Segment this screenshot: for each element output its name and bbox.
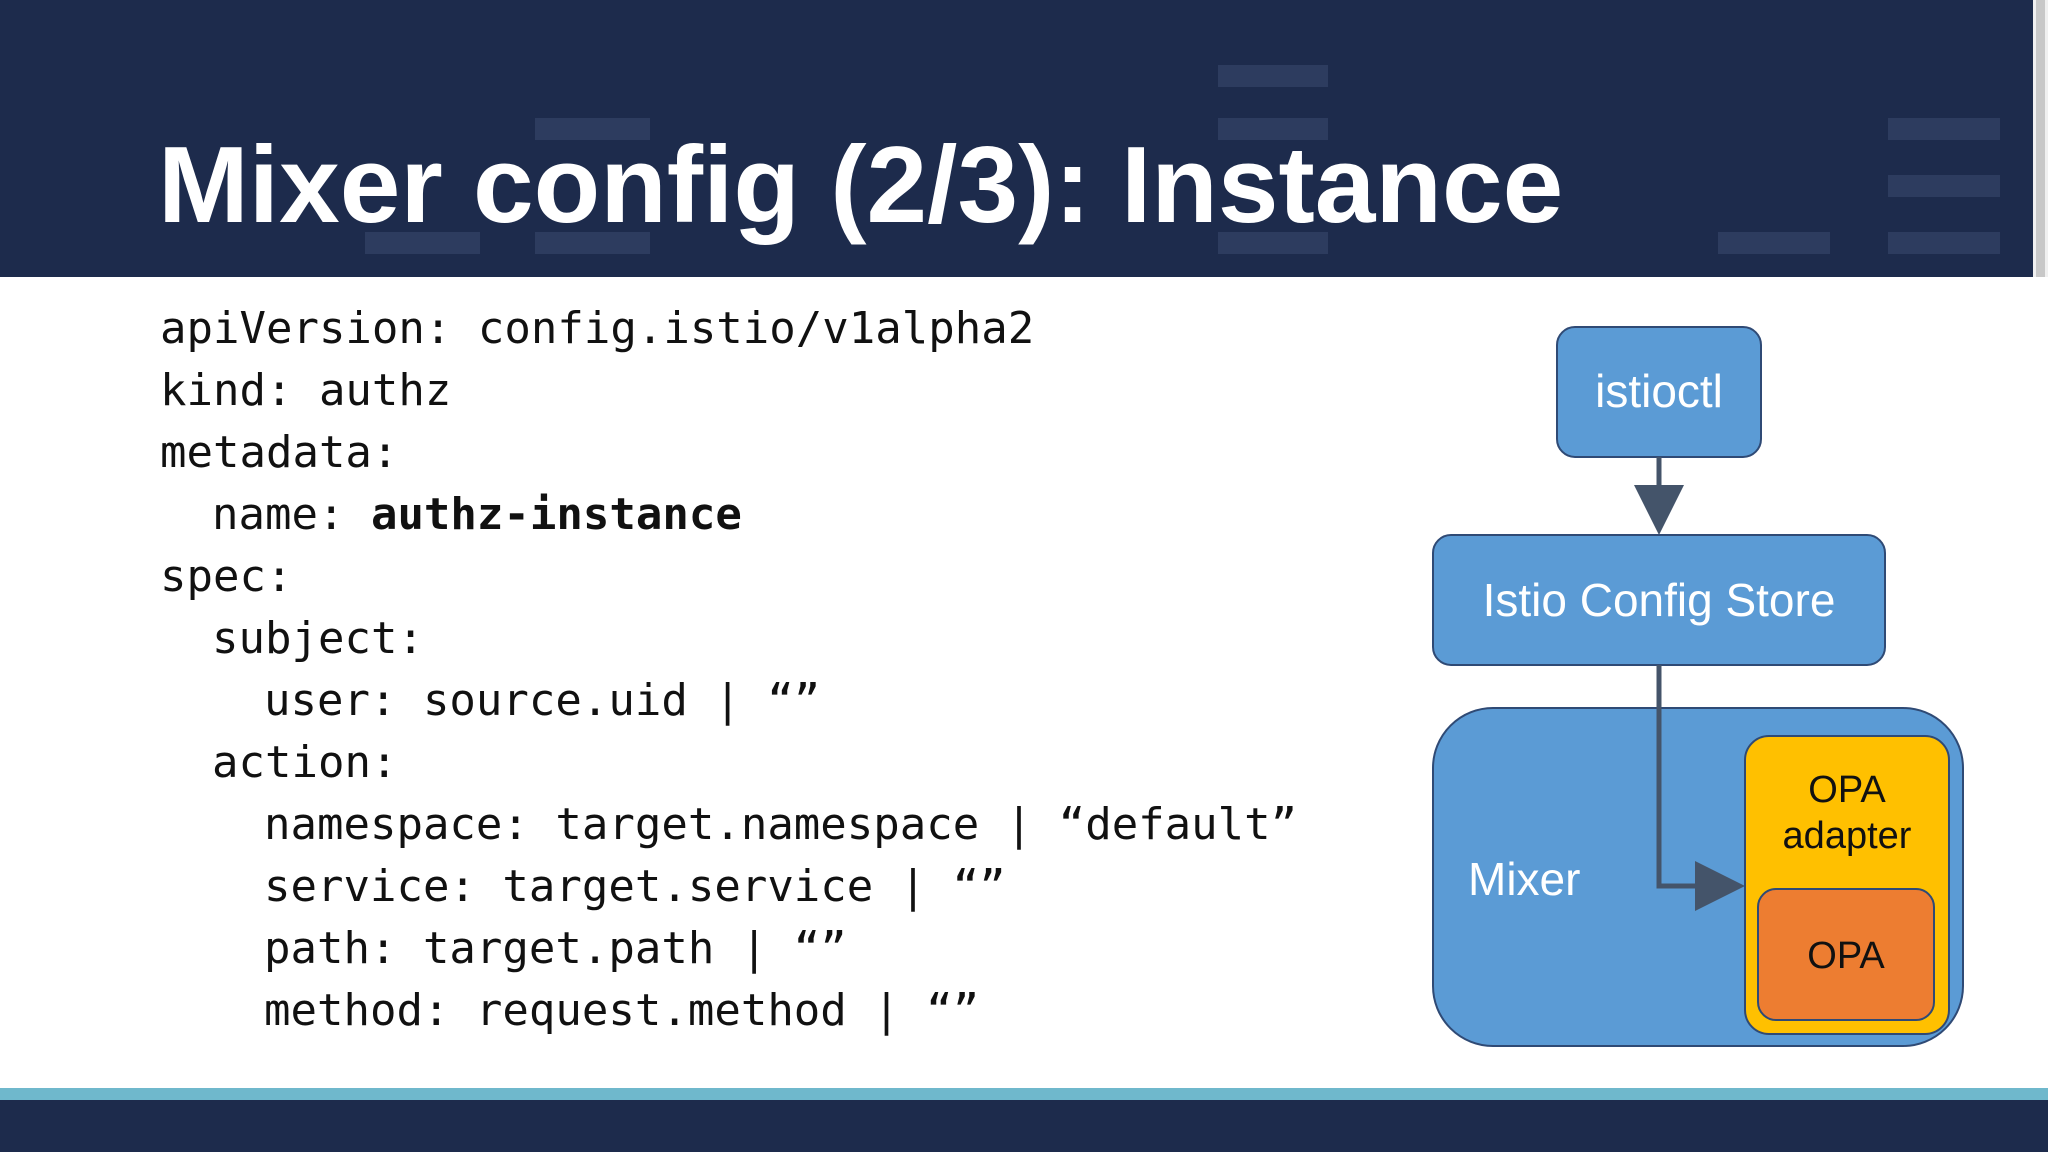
code-key: apiVersion: bbox=[160, 303, 452, 354]
decorative-bar bbox=[535, 232, 650, 254]
code-key: namespace: bbox=[264, 799, 529, 850]
config-store-label: Istio Config Store bbox=[1483, 574, 1836, 626]
code-line: metadata: bbox=[160, 422, 1297, 484]
code-value: request.method | “” bbox=[449, 985, 980, 1036]
decorative-bar bbox=[1888, 232, 2000, 254]
arrow-store-to-adapter bbox=[1656, 665, 1745, 911]
code-value: target.path | “” bbox=[396, 923, 847, 974]
decorative-bar bbox=[1888, 118, 2000, 140]
decorative-bar bbox=[1218, 232, 1328, 254]
code-value: target.service | “” bbox=[475, 861, 1006, 912]
code-key: subject: bbox=[212, 613, 424, 664]
decorative-bar bbox=[1218, 118, 1328, 140]
code-value: source.uid | “” bbox=[396, 675, 821, 726]
code-line: namespace: target.namespace | “default” bbox=[160, 794, 1297, 856]
footer-bar bbox=[0, 1100, 2048, 1152]
decorative-bar bbox=[535, 118, 650, 140]
decorative-bar bbox=[1888, 175, 2000, 197]
code-line: spec: bbox=[160, 546, 1297, 608]
code-key: user: bbox=[264, 675, 397, 726]
opa-adapter-label-line1: OPA bbox=[1808, 769, 1886, 811]
code-key: metadata: bbox=[160, 427, 399, 478]
opa-label: OPA bbox=[1807, 935, 1885, 977]
code-line: action: bbox=[160, 732, 1297, 794]
code-value: config.istio/v1alpha2 bbox=[451, 303, 1035, 354]
footer-accent-line bbox=[0, 1088, 2048, 1100]
decorative-bar bbox=[1718, 232, 1830, 254]
diagram-svg: istioctl Istio Config Store Mixer OPA ad… bbox=[1432, 326, 1964, 1047]
opa-box bbox=[1757, 888, 1935, 1021]
code-line: subject: bbox=[160, 608, 1297, 670]
code-key: path: bbox=[264, 923, 397, 974]
scrollbar-thumb[interactable] bbox=[2036, 0, 2045, 277]
code-line: method: request.method | “” bbox=[160, 980, 1297, 1042]
code-value: target.namespace | “default” bbox=[528, 799, 1298, 850]
code-line: user: source.uid | “” bbox=[160, 670, 1297, 732]
code-line: path: target.path | “” bbox=[160, 918, 1297, 980]
code-key: service: bbox=[264, 861, 476, 912]
opa-adapter-label-line2: adapter bbox=[1783, 815, 1912, 857]
instance-name: authz-instance bbox=[370, 489, 742, 540]
mixer-label: Mixer bbox=[1468, 853, 1580, 905]
code-value: authz bbox=[292, 365, 452, 416]
code-key: spec: bbox=[160, 551, 293, 602]
code-key: kind: bbox=[160, 365, 293, 416]
title-banner: Mixer config (2/3): Instance bbox=[0, 0, 2033, 277]
code-line: apiVersion: config.istio/v1alpha2 bbox=[160, 298, 1297, 360]
decorative-bar bbox=[1218, 65, 1328, 87]
code-line: name: authz-instance bbox=[160, 484, 1297, 546]
architecture-diagram: istioctl Istio Config Store Mixer OPA ad… bbox=[1400, 300, 2000, 1060]
code-key: action: bbox=[212, 737, 398, 788]
code-line: service: target.service | “” bbox=[160, 856, 1297, 918]
decorative-bar bbox=[365, 232, 480, 254]
istioctl-label: istioctl bbox=[1595, 365, 1723, 417]
code-key: name: bbox=[212, 489, 345, 540]
slide-title: Mixer config (2/3): Instance bbox=[158, 124, 1564, 246]
code-key: method: bbox=[264, 985, 450, 1036]
code-line: kind: authz bbox=[160, 360, 1297, 422]
